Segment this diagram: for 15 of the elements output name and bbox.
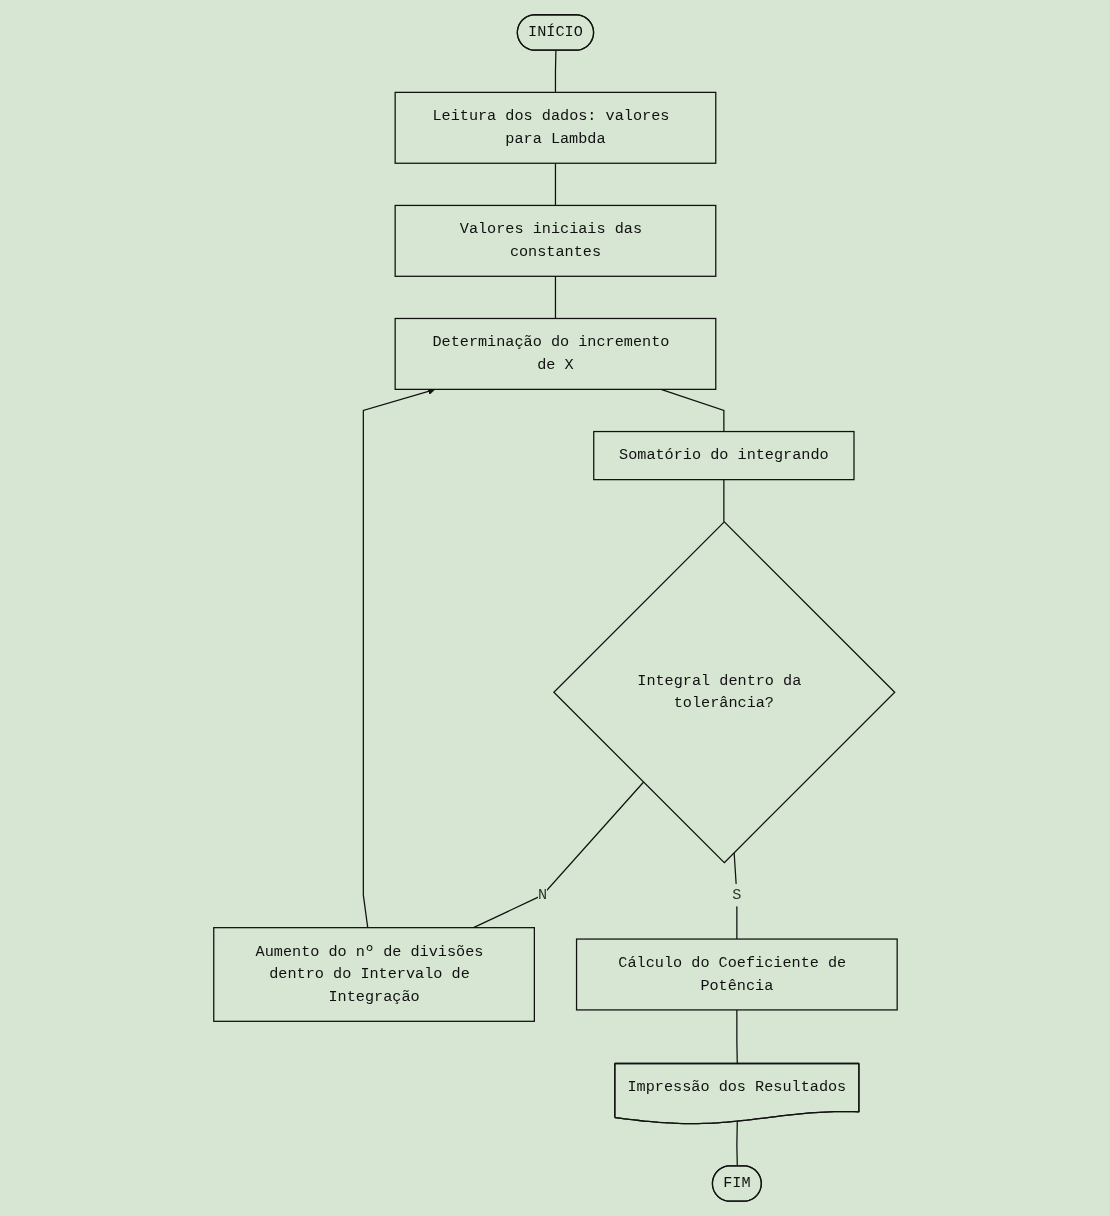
node-box: Somatório do integrando xyxy=(592,430,855,481)
connector xyxy=(472,781,644,929)
node-box: Aumento do nº de divisões dentro do Intervalo de Integração xyxy=(212,927,535,1022)
node-box: Determinação do incremento de X xyxy=(394,317,716,390)
node-diamond: Integral dentro da tolerância? xyxy=(552,520,896,864)
connector xyxy=(554,275,556,320)
edge-label: N xyxy=(537,886,547,904)
node-box: Leitura dos dados: valores para Lambda xyxy=(394,91,716,164)
connector xyxy=(554,162,556,207)
connector xyxy=(722,479,725,523)
node-box: Cálculo do Coeficiente de Potência xyxy=(575,938,898,1011)
edge-label: S xyxy=(731,886,741,904)
connector xyxy=(554,49,557,93)
connector xyxy=(735,1120,738,1167)
node-box: Valores iniciais das constantes xyxy=(394,204,716,277)
